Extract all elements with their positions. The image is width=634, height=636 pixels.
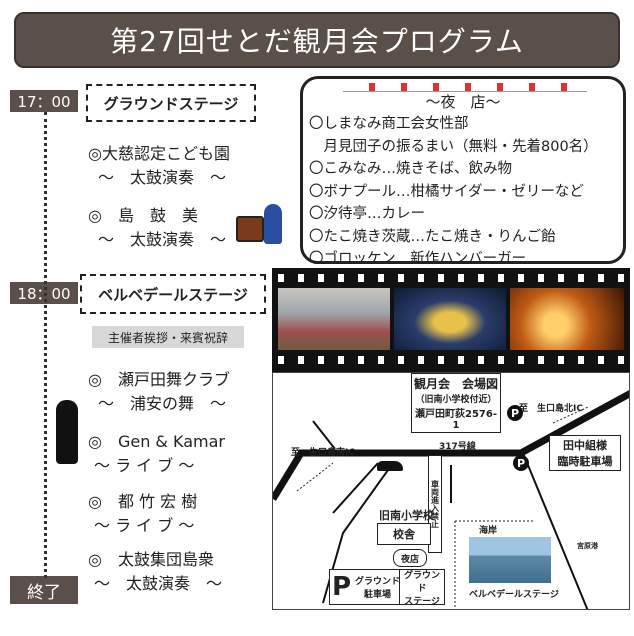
photo-belvedere-stage-night xyxy=(394,288,506,350)
night-stalls-box: ～夜 店～ 〇しまなみ商工会女性部 月見団子の振るまい（無料・先着800名） 〇… xyxy=(300,76,626,267)
stall-item: 〇ゴロッケン…新作ハンバーガー xyxy=(309,251,527,267)
no-entry-sign: 車両進入禁止 xyxy=(428,455,442,553)
stall-item: 月見団子の振るまい（無料・先着800名） xyxy=(309,138,598,155)
school-label: 旧南小学校 xyxy=(379,509,434,522)
program-item: ◎ 瀬戸田舞クラブ～ 浦安の舞 ～ xyxy=(88,370,230,413)
route-label: 317号線 xyxy=(439,442,476,452)
to-north-ic-label: 至 生口島北IC xyxy=(519,404,583,414)
map-roads xyxy=(273,390,629,609)
timeline-line xyxy=(44,112,47,578)
page-title: 第27回せとだ観月会プログラム xyxy=(14,12,620,68)
belvedere-stage-label: ベルベデールステージ xyxy=(80,274,266,314)
night-stall-marker: 夜店 xyxy=(393,549,427,567)
port-label: 宮原港 xyxy=(577,542,598,550)
stall-item: 〇こみなみ…焼きそば、飲み物 xyxy=(309,161,512,177)
stall-item: 〇汐待亭…カレー xyxy=(309,206,425,222)
time-badge-1700: 17：00 xyxy=(10,90,78,112)
car-icon xyxy=(377,461,403,471)
tanaka-parking-box: 田中組様臨時駐車場 xyxy=(549,435,621,471)
photo-film-strip xyxy=(272,268,630,372)
ground-stage-box: グラウンドステージ xyxy=(399,569,445,607)
to-south-ic-label: 至 生口島南IC xyxy=(291,448,355,458)
stall-item: 〇たこ焼き茨蔵…たこ焼き・りんご飴 xyxy=(309,228,556,245)
coast-label: 海岸 xyxy=(479,526,498,536)
stall-item: 〇しまなみ商工会女性部 xyxy=(309,116,469,132)
school-building: 校舎 xyxy=(377,523,431,545)
parking-icon: P xyxy=(507,405,523,421)
program-item: ◎ 都 竹 宏 樹～ ラ イ ブ ～ xyxy=(88,492,198,535)
lantern-garland-icon xyxy=(343,83,587,92)
program-item: ◎大慈認定こども園～ 太鼓演奏 ～ xyxy=(88,144,230,187)
stalls-heading: ～夜 店～ xyxy=(425,93,501,111)
parking-icon: P xyxy=(513,455,529,471)
belvedere-label: ベルベデールステージ xyxy=(469,590,559,600)
time-badge-end: 終了 xyxy=(10,576,78,604)
photo-lanterns xyxy=(510,288,624,350)
stall-item: 〇ボナプール…柑橘サイダー・ゼリーなど xyxy=(309,183,584,200)
venue-map: 観月会 会場図（旧南小学校付近）瀬戸田町荻2576-1 317号線 至 生口島北… xyxy=(272,372,630,610)
map-title-box: 観月会 会場図（旧南小学校付近）瀬戸田町荻2576-1 xyxy=(411,373,501,433)
program-item: ◎ 島 鼓 美～ 太鼓演奏 ～ xyxy=(88,206,227,249)
greeting-tag: 主催者挨拶・来賓祝辞 xyxy=(92,326,244,348)
belvedere-photo xyxy=(469,537,551,583)
program-item: ◎ Gen & Kamar～ ラ イ ブ ～ xyxy=(88,432,225,475)
photo-drum-performance xyxy=(278,288,390,350)
program-item: ◎ 太鼓集団島衆～ 太鼓演奏 ～ xyxy=(88,550,223,593)
saxophone-player-icon xyxy=(56,400,78,464)
taiko-drum-icon xyxy=(236,216,264,242)
ground-stage-label: グラウンドステージ xyxy=(86,84,256,122)
drummer-icon xyxy=(264,204,282,244)
